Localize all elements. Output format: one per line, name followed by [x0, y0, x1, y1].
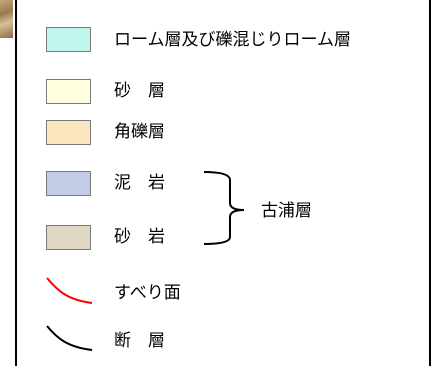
label-sand-layer: 砂 層 — [114, 81, 165, 101]
swatch-sand-layer — [46, 79, 91, 104]
label-fault: 断 層 — [114, 331, 165, 351]
label-loam: ローム層及び礫混じりローム層 — [114, 30, 351, 50]
background-photo-edge — [0, 0, 13, 38]
label-sandstone: 砂 岩 — [114, 227, 165, 247]
label-kowra-group: 古浦層 — [261, 201, 312, 221]
swatch-sandstone — [46, 225, 91, 250]
swatch-loam — [46, 27, 91, 52]
swatch-mudstone — [46, 171, 91, 196]
label-slip-surface: すべり面 — [114, 283, 181, 303]
group-brace — [203, 171, 245, 245]
slip-surface-line — [46, 277, 93, 304]
fault-line — [46, 325, 93, 351]
swatch-breccia — [46, 120, 91, 145]
label-breccia: 角礫層 — [114, 122, 165, 142]
label-mudstone: 泥 岩 — [114, 173, 165, 193]
